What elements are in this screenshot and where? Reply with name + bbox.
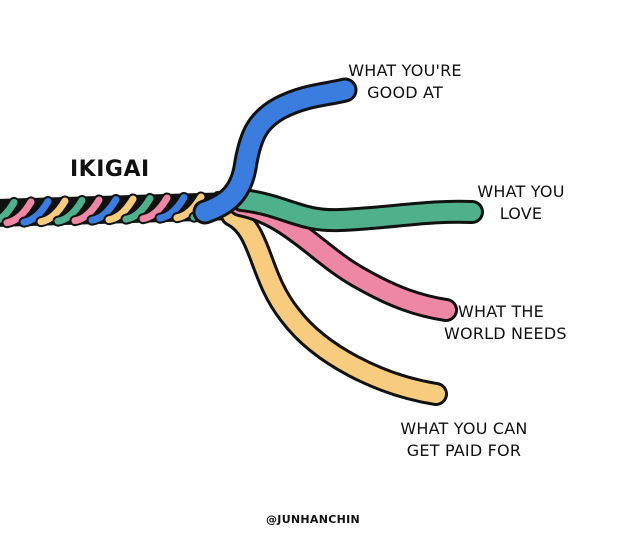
label-get-paid-line2: GET PAID FOR — [406, 441, 522, 460]
rope-twist — [156, 193, 188, 222]
diagram-title: IKIGAI — [70, 157, 150, 182]
label-get-paid-line1: WHAT YOU CAN — [400, 419, 528, 438]
label-world-needs: WHAT THE WORLD NEEDS — [444, 301, 567, 345]
rope-twist — [88, 195, 120, 224]
rope-twist — [20, 197, 52, 226]
label-world-needs-line1: WHAT THE — [458, 302, 544, 321]
label-love: WHAT YOU LOVE — [466, 181, 576, 225]
label-good-at: WHAT YOU'RE GOOD AT — [340, 60, 470, 104]
strand-good-at — [192, 77, 358, 225]
rope-twist — [3, 198, 35, 227]
strand-love — [230, 188, 484, 233]
label-world-needs-line2: WORLD NEEDS — [444, 324, 567, 343]
label-good-at-line1: WHAT YOU'RE — [348, 61, 462, 80]
label-love-line2: LOVE — [499, 204, 543, 223]
rope-twist — [173, 193, 205, 222]
strand-get-paid — [220, 203, 448, 406]
rope-twist — [139, 194, 171, 223]
author-credit: @JUNHANCHIN — [266, 513, 361, 526]
label-love-line1: WHAT YOU — [477, 182, 565, 201]
rope-twist — [71, 196, 103, 225]
rope-twist — [105, 195, 137, 224]
rope-twist — [54, 196, 86, 225]
rope-twist — [122, 194, 154, 223]
rope-twist — [0, 198, 18, 224]
rope-twist — [37, 197, 69, 226]
label-good-at-line2: GOOD AT — [367, 83, 443, 102]
label-get-paid: WHAT YOU CAN GET PAID FOR — [396, 418, 532, 462]
